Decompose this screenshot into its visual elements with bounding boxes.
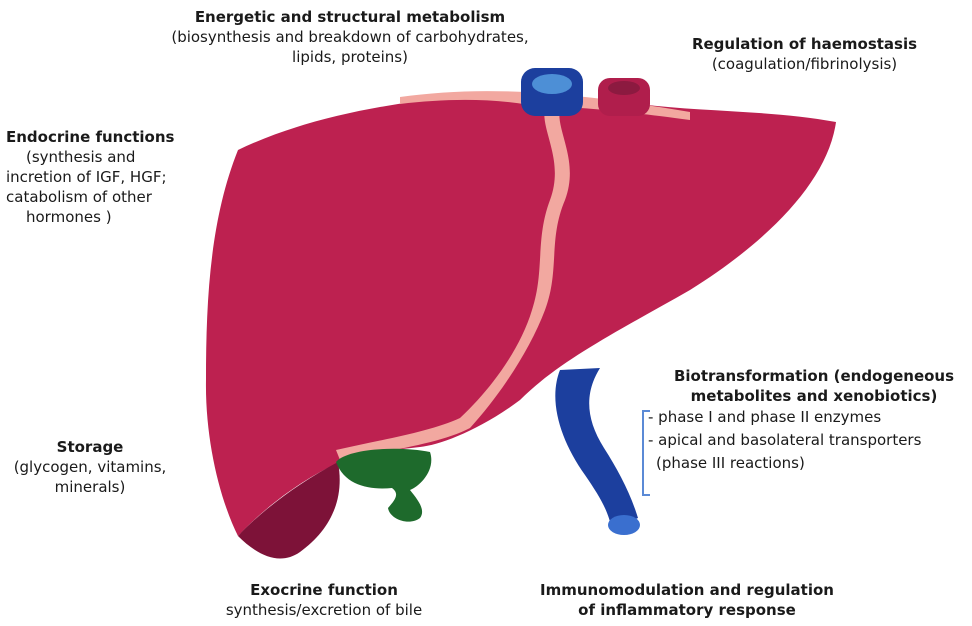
biotransformation-line2: metabolites and xenobiotics)	[662, 386, 966, 406]
exocrine-label: Exocrine function synthesis/excretion of…	[184, 580, 464, 620]
endocrine-line4: hormones )	[6, 207, 196, 227]
biotransformation-list: - phase I and phase II enzymes - apical …	[648, 406, 921, 475]
immunomodulation-line2: of inflammatory response	[518, 600, 856, 620]
biotransformation-item: (phase III reactions)	[648, 452, 921, 475]
storage-title: Storage	[0, 437, 180, 457]
energetic-metabolism-title: Energetic and structural metabolism	[140, 7, 560, 27]
biotransformation-item: - apical and basolateral transporters	[648, 429, 921, 452]
exocrine-title: Exocrine function	[184, 580, 464, 600]
exocrine-line1: synthesis/excretion of bile	[184, 600, 464, 620]
storage-line1: (glycogen, vitamins,	[0, 457, 180, 477]
immunomodulation-label: Immunomodulation and regulation of infla…	[518, 580, 856, 620]
biotransformation-line1: Biotransformation (endogeneous	[662, 366, 966, 386]
portal-vein	[555, 368, 638, 530]
haemostasis-line1: (coagulation/fibrinolysis)	[672, 54, 937, 74]
vena-cava-opening	[532, 74, 572, 94]
endocrine-line2: incretion of IGF, HGF;	[6, 167, 196, 187]
energetic-metabolism-line1: (biosynthesis and breakdown of carbohydr…	[140, 27, 560, 47]
energetic-metabolism-line2: lipids, proteins)	[140, 47, 560, 67]
biotransformation-label: Biotransformation (endogeneous metabolit…	[662, 366, 966, 406]
endocrine-title: Endocrine functions	[6, 127, 196, 147]
haemostasis-label: Regulation of haemostasis (coagulation/f…	[672, 34, 937, 74]
storage-label: Storage (glycogen, vitamins, minerals)	[0, 437, 180, 497]
haemostasis-title: Regulation of haemostasis	[672, 34, 937, 54]
biotransformation-item: - phase I and phase II enzymes	[648, 406, 921, 429]
storage-line2: minerals)	[0, 477, 180, 497]
immunomodulation-line1: Immunomodulation and regulation	[518, 580, 856, 600]
gallbladder	[336, 449, 431, 522]
endocrine-line1: (synthesis and	[6, 147, 196, 167]
endocrine-line3: catabolism of other	[6, 187, 196, 207]
portal-vein-opening	[608, 515, 640, 535]
hepatic-artery-opening	[608, 81, 640, 95]
endocrine-label: Endocrine functions (synthesis and incre…	[6, 127, 196, 227]
energetic-metabolism-label: Energetic and structural metabolism (bio…	[140, 7, 560, 67]
